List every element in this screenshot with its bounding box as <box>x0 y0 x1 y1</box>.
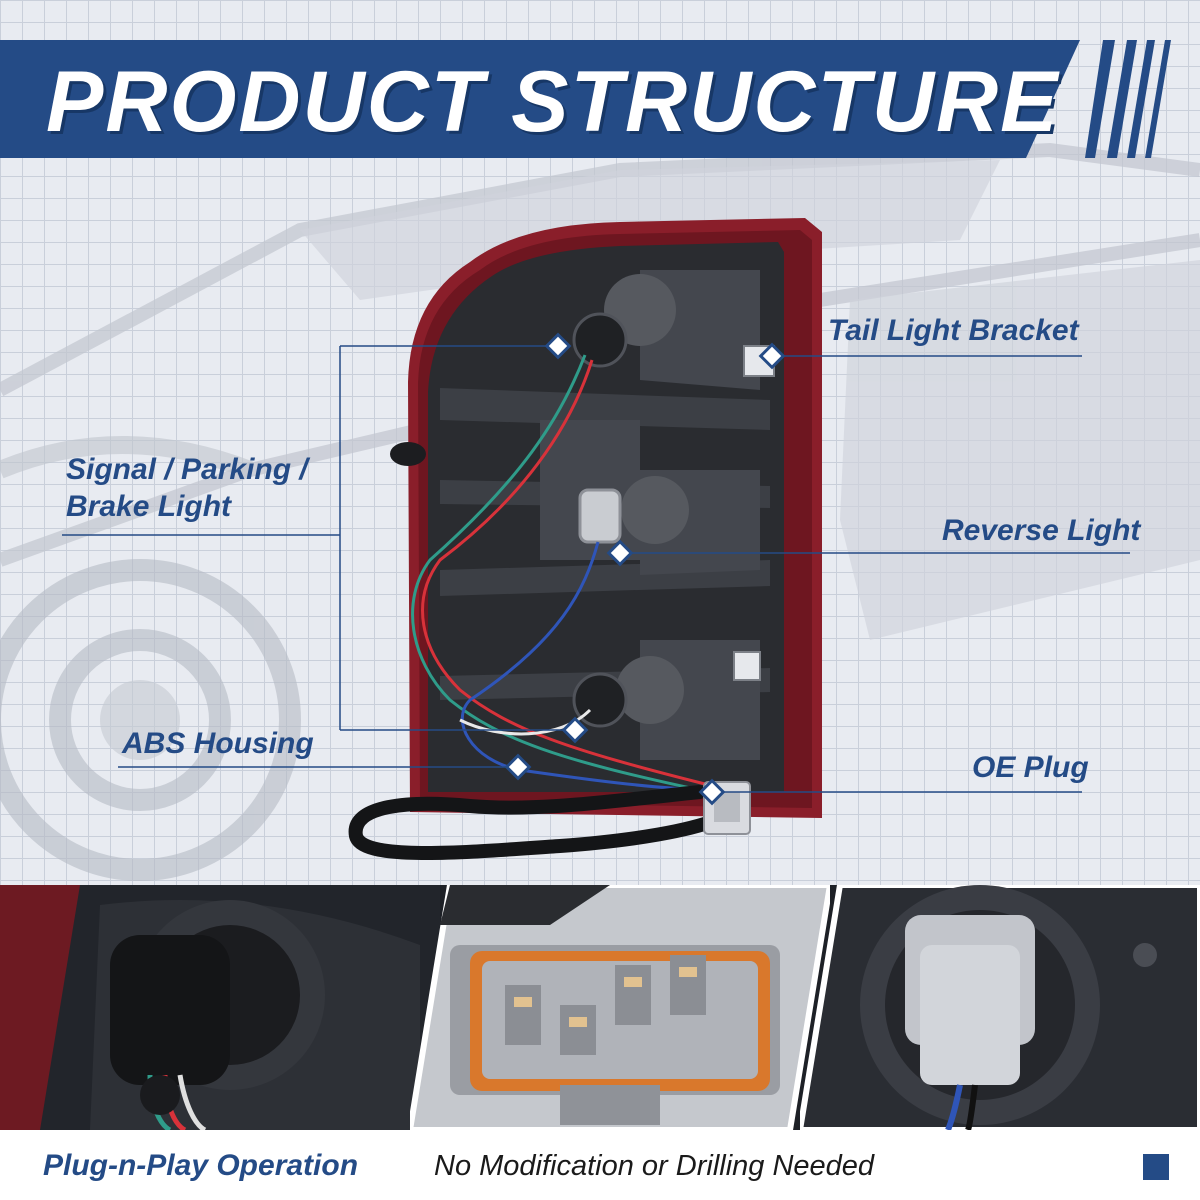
footer-bar: Plug-n-Play Operation No Modification or… <box>0 1130 1200 1200</box>
callout-reverse-light: Reverse Light <box>942 514 1141 547</box>
reverse-socket-closeup-photo <box>800 885 1200 1130</box>
callout-oe-plug: OE Plug <box>972 751 1089 784</box>
tail-light-assembly <box>62 218 1130 860</box>
socket-closeup-photo <box>0 885 440 1130</box>
title-banner <box>0 40 1080 158</box>
callout-signal-line2: Brake Light <box>66 490 232 523</box>
callout-tail-light-bracket: Tail Light Bracket <box>828 314 1079 347</box>
callout-abs-housing: ABS Housing <box>122 727 314 760</box>
wire-harness-loom <box>348 785 723 860</box>
callout-signal-line1: Signal / Parking / <box>66 453 308 486</box>
structure-diagram: PRODUCT STRUCTURE <box>0 0 1200 885</box>
footer-text: No Modification or Drilling Needed <box>434 1150 875 1182</box>
detail-photo-strip <box>0 885 1200 1130</box>
diamond-marker-icon <box>504 332 786 806</box>
page-title: PRODUCT STRUCTURE <box>46 54 1060 150</box>
footer-heading: Plug-n-Play Operation <box>43 1149 359 1182</box>
oe-plug-closeup-photo <box>410 885 830 1130</box>
banner-stripes <box>1085 40 1171 158</box>
mounting-stud <box>390 442 426 466</box>
square-icon <box>1143 1154 1169 1180</box>
